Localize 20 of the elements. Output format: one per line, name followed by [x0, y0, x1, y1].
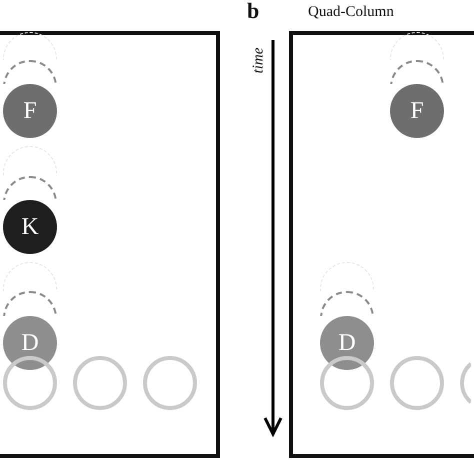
ring-circle: [73, 356, 127, 410]
letter-circle: [390, 84, 444, 138]
ring-circle: [390, 356, 444, 410]
letter-circle: [320, 316, 374, 370]
circle-letter: F: [23, 99, 37, 123]
letter-circle: [3, 84, 57, 138]
axis-label: time: [250, 48, 268, 74]
panel-letter: b: [247, 0, 260, 24]
ring-circle: [320, 356, 374, 410]
panel-frame: [289, 31, 474, 458]
panel-frame: [0, 31, 220, 458]
letter-circle: [3, 316, 57, 370]
circle-letter: K: [21, 215, 39, 239]
ring-circle: [143, 356, 197, 410]
circle-letter: D: [21, 331, 39, 355]
panel-title: Quad-Column: [308, 4, 394, 21]
circle-letter: D: [338, 331, 356, 355]
letter-circle: [3, 200, 57, 254]
ring-circle: [3, 356, 57, 410]
circle-letter: F: [410, 99, 424, 123]
